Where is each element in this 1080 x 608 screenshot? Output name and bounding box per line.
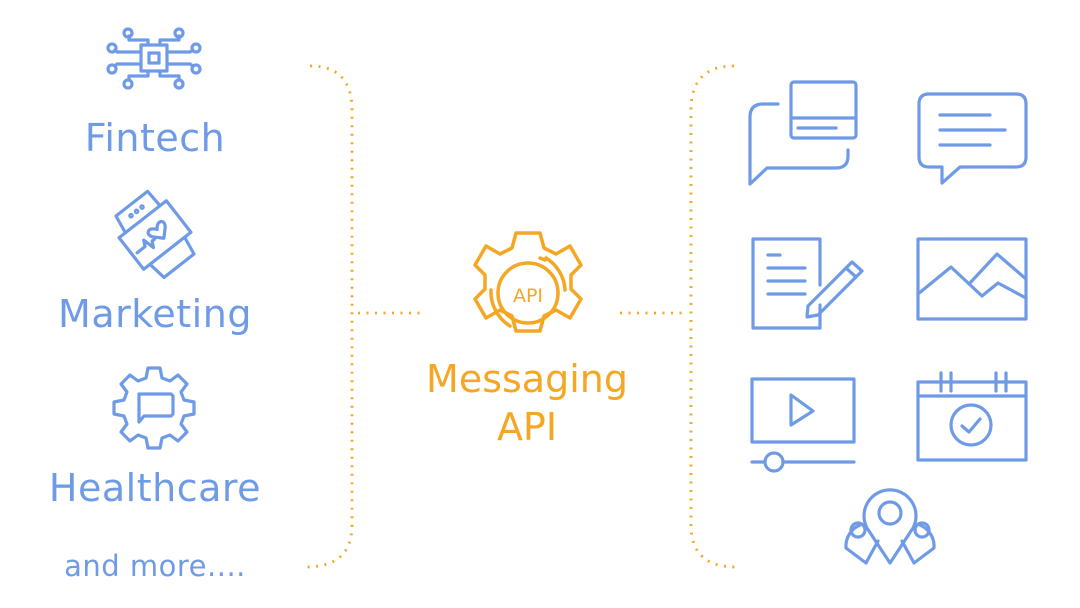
industry-label-healthcare: Healthcare xyxy=(48,466,262,510)
message-bubble-icon xyxy=(917,92,1028,185)
calendar-check-icon xyxy=(916,371,1028,462)
center-title-line1: Messaging xyxy=(426,357,628,401)
industry-label-marketing: Marketing xyxy=(58,292,252,336)
api-gear-text: API xyxy=(513,285,543,307)
center-title-line2: API xyxy=(496,405,558,449)
gear-chat-icon xyxy=(112,366,196,450)
location-pins-icon xyxy=(844,488,936,565)
more-label: and more.... xyxy=(64,549,246,583)
left-bracket xyxy=(305,64,354,569)
api-gear-icon xyxy=(473,231,583,333)
chat-card-icon xyxy=(748,80,858,186)
video-player-icon xyxy=(750,377,856,473)
industry-label-fintech: Fintech xyxy=(84,116,226,160)
image-icon xyxy=(916,237,1028,321)
smartwatch-heart-icon xyxy=(114,189,196,280)
circuit-chip-icon xyxy=(106,27,202,90)
right-bracket xyxy=(689,64,737,569)
document-pen-icon xyxy=(751,237,864,330)
